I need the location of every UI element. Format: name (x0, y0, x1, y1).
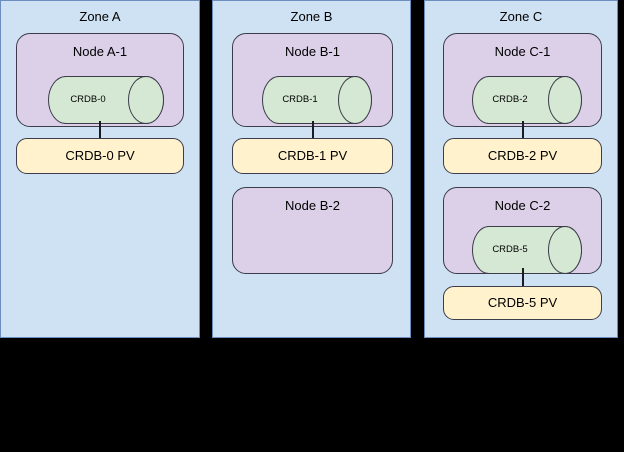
node-label-a-1: Node A-1 (72, 44, 128, 59)
node-label-c-2: Node C-2 (494, 198, 551, 213)
database-cylinder-crdb-5: CRDB-5 (472, 226, 582, 274)
zone-label-c: Zone C (499, 9, 543, 24)
node-label-b-1: Node B-1 (285, 44, 340, 59)
pv-container-crdb-2: CRDB-2 PV (443, 138, 602, 174)
node-container-b-1: Node B-1 CRDB-1 (232, 33, 393, 127)
zone-label-b: Zone B (290, 9, 333, 24)
pv-label-crdb-2: CRDB-2 PV (487, 148, 558, 163)
connector-node-a-1-to-pv (99, 121, 101, 139)
zone-container-c: Zone C Node C-1 CRDB-2 CRDB-2 PV Node C-… (424, 0, 618, 338)
pv-label-crdb-5: CRDB-5 PV (487, 295, 558, 310)
database-cylinder-crdb-1: CRDB-1 (262, 76, 372, 124)
node-container-b-2: Node B-2 (232, 187, 393, 274)
database-cylinder-crdb-2: CRDB-2 (472, 76, 582, 124)
zone-container-a: Zone A Node A-1 CRDB-0 CRDB-0 PV (0, 0, 200, 338)
pv-label-crdb-1: CRDB-1 PV (277, 148, 348, 163)
pv-container-crdb-0: CRDB-0 PV (16, 138, 184, 174)
connector-node-c-1-to-pv (522, 121, 524, 139)
pv-label-crdb-0: CRDB-0 PV (65, 148, 135, 163)
pv-container-crdb-1: CRDB-1 PV (232, 138, 393, 174)
node-container-c-1: Node C-1 CRDB-2 (443, 33, 602, 127)
node-container-c-2: Node C-2 CRDB-5 (443, 187, 602, 274)
database-cylinder-crdb-0: CRDB-0 (48, 76, 164, 124)
node-label-c-1: Node C-1 (494, 44, 551, 59)
pv-container-crdb-5: CRDB-5 PV (443, 286, 602, 320)
zone-container-b: Zone B Node B-1 CRDB-1 CRDB-1 PV Node B-… (212, 0, 411, 338)
node-container-a-1: Node A-1 CRDB-0 (16, 33, 184, 127)
connector-node-c-2-to-pv (522, 268, 524, 287)
connector-node-b-1-to-pv (312, 121, 314, 139)
node-label-b-2: Node B-2 (285, 198, 340, 213)
zone-label-a: Zone A (79, 9, 121, 24)
